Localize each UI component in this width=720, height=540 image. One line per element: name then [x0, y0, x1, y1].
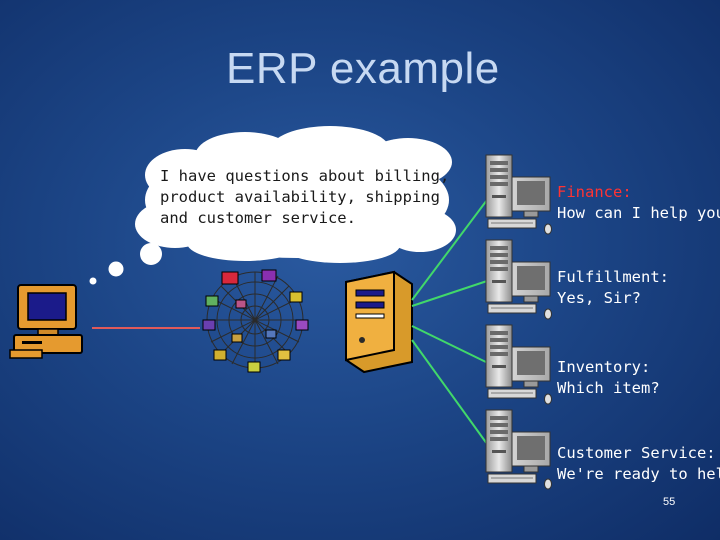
desktop-computer-icon — [9, 284, 83, 359]
page-number: 55 — [663, 496, 676, 508]
server-name: Fulfillment: — [557, 268, 669, 286]
thought-dot-small — [89, 277, 97, 285]
desktop-tower-computer-icon — [485, 324, 552, 405]
green-connector-lines — [411, 195, 491, 449]
server-reply: Which item? — [557, 379, 660, 397]
server-reply: Yes, Sir? — [557, 289, 641, 307]
server-label-finance: Finance: How can I help you — [557, 182, 720, 224]
server-reply: How can I help you — [557, 204, 720, 222]
server-name: Finance: — [557, 183, 632, 201]
server-name: Customer Service: — [557, 444, 716, 462]
thought-dot-large — [140, 243, 162, 265]
bubble-line: and customer service. — [160, 209, 356, 227]
server-label-fulfillment: Fulfillment: Yes, Sir? — [557, 267, 720, 309]
desktop-tower-computer-icon — [485, 409, 552, 490]
thought-bubble — [89, 126, 456, 285]
department-server-icons — [485, 154, 552, 490]
bubble-line: I have questions about billing, — [160, 167, 450, 185]
server-label-inventory: Inventory: Which item? — [557, 357, 720, 399]
thought-bubble-text: I have questions about billing, product … — [160, 166, 450, 229]
bubble-line: product availability, shipping — [160, 188, 440, 206]
slide-title: ERP example — [226, 44, 500, 93]
desktop-tower-computer-icon — [485, 154, 552, 235]
server-label-customer-service: Customer Service: We're ready to help — [557, 443, 720, 485]
web-network-icon — [202, 269, 309, 373]
thought-dot-medium — [108, 261, 124, 277]
server-name: Inventory: — [557, 358, 651, 376]
desktop-tower-computer-icon — [485, 239, 552, 320]
server-tower-icon — [345, 270, 413, 374]
connector-finance — [411, 195, 491, 301]
server-reply: We're ready to help — [557, 465, 720, 483]
